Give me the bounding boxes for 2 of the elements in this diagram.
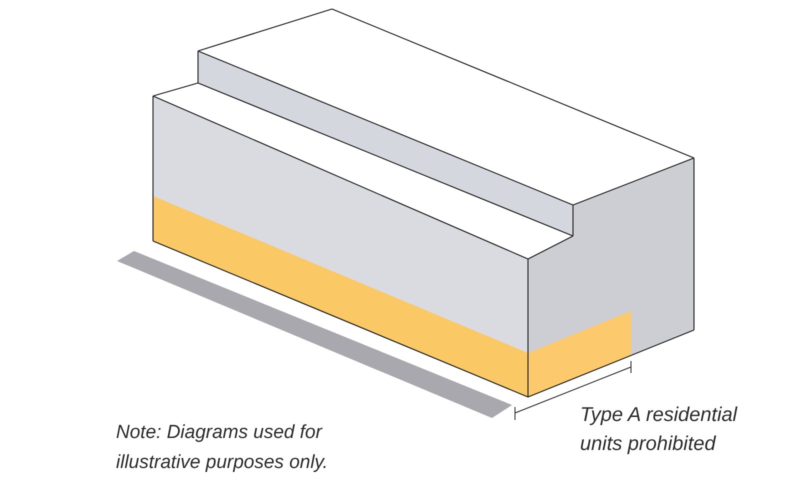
annotation-text: Type A residential units prohibited xyxy=(580,403,738,457)
note-text: Note: Diagrams used for illustrative purposes only. xyxy=(116,421,329,475)
